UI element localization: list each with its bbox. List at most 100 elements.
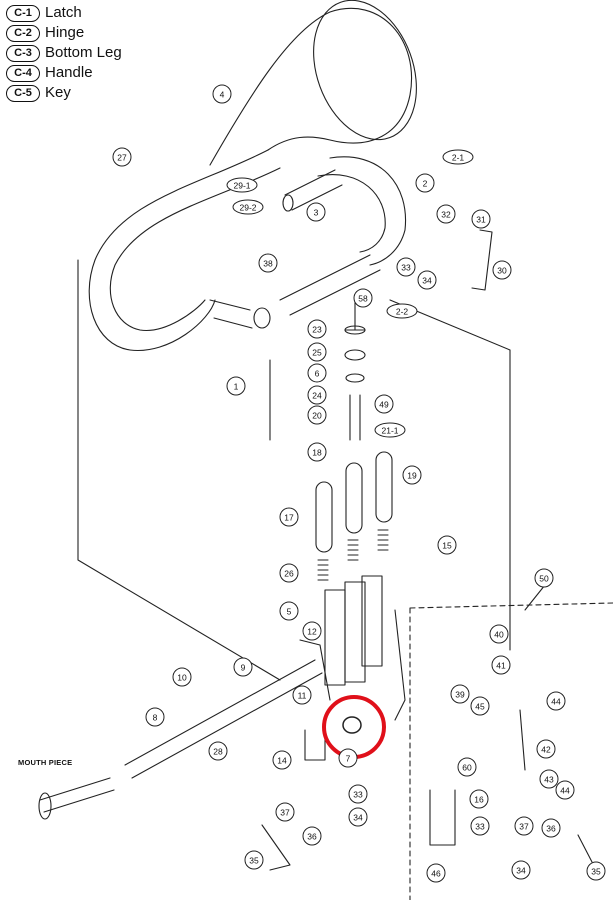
mouthpiece-shank xyxy=(39,777,115,813)
callout-label: 36 xyxy=(546,824,556,834)
callout-44: 44 xyxy=(546,691,566,711)
callout-bubble xyxy=(145,707,165,727)
callout-21-1: 21-1 xyxy=(374,422,406,438)
callout-bubble xyxy=(489,624,509,644)
valve-washer-1 xyxy=(344,325,366,335)
callout-label: 3 xyxy=(314,208,319,218)
callout-27: 27 xyxy=(112,147,132,167)
callout-bubble xyxy=(469,789,489,809)
callout-34: 34 xyxy=(417,270,437,290)
callout-label: 2-2 xyxy=(396,307,409,317)
callout-label: 37 xyxy=(280,808,290,818)
callout-29-2: 29-2 xyxy=(232,199,264,215)
spring-1 xyxy=(317,559,329,581)
callout-label: 34 xyxy=(516,866,526,876)
callout-bubble xyxy=(275,802,295,822)
callout-46: 46 xyxy=(426,863,446,883)
callout-label: 34 xyxy=(422,276,432,286)
bracket-35-left xyxy=(261,824,291,871)
callout-35: 35 xyxy=(586,861,606,881)
callout-49: 49 xyxy=(374,394,394,414)
callout-bubble xyxy=(258,253,278,273)
callout-label: 28 xyxy=(213,747,223,757)
callout-label: 38 xyxy=(263,259,273,269)
callout-label: 15 xyxy=(442,541,452,551)
tube-1-end xyxy=(253,307,271,329)
callout-1: 1 xyxy=(226,376,246,396)
tube-1-slide xyxy=(209,299,253,329)
callout-bubble xyxy=(348,784,368,804)
mouthpiece-label: MOUTH PIECE xyxy=(18,758,73,767)
callout-bubble xyxy=(112,147,132,167)
legend-label: Handle xyxy=(45,64,93,81)
callout-37: 37 xyxy=(275,802,295,822)
legend-label: Latch xyxy=(45,4,82,21)
callout-label: 36 xyxy=(307,832,317,842)
callout-50: 50 xyxy=(534,568,554,588)
callout-bubble xyxy=(514,816,534,836)
callout-24: 24 xyxy=(307,385,327,405)
callout-2-2: 2-2 xyxy=(386,303,418,319)
callout-label: 34 xyxy=(353,813,363,823)
legend-label: Bottom Leg xyxy=(45,44,122,61)
callout-42: 42 xyxy=(536,739,556,759)
callout-bubble xyxy=(172,667,192,687)
pipe-29 xyxy=(284,169,343,211)
callout-label: 42 xyxy=(541,745,551,755)
callout-bubble xyxy=(450,684,470,704)
callout-6: 6 xyxy=(307,363,327,383)
callout-bubble xyxy=(536,739,556,759)
callout-bubble xyxy=(307,363,327,383)
callout-label: 50 xyxy=(539,574,549,584)
callout-bubble xyxy=(302,826,322,846)
callout-7: 7 xyxy=(338,748,358,768)
callout-bubble xyxy=(442,149,474,165)
callout-bubble xyxy=(539,769,559,789)
callout-bubble xyxy=(307,442,327,462)
callout-label: 9 xyxy=(241,663,246,673)
legend-label: Hinge xyxy=(45,24,85,41)
callout-bubble xyxy=(437,535,457,555)
callout-bubble xyxy=(244,850,264,870)
callout-bubble xyxy=(302,621,322,641)
callout-32: 32 xyxy=(436,204,456,224)
callout-8: 8 xyxy=(145,707,165,727)
callout-bubble xyxy=(541,818,561,838)
bell xyxy=(209,7,412,166)
callout-23: 23 xyxy=(307,319,327,339)
callout-label: 17 xyxy=(284,513,294,523)
callout-bubble xyxy=(436,204,456,224)
callout-40: 40 xyxy=(489,624,509,644)
main-tube-inner xyxy=(109,167,281,331)
callout-10: 10 xyxy=(172,667,192,687)
callout-label: 14 xyxy=(277,756,287,766)
callout-31: 31 xyxy=(471,209,491,229)
callout-label: 4 xyxy=(220,90,225,100)
callout-bubble xyxy=(307,405,327,425)
callout-label: 21-1 xyxy=(381,426,398,436)
callout-label: 23 xyxy=(312,325,322,335)
callout-60: 60 xyxy=(457,757,477,777)
frame-lines xyxy=(77,259,511,681)
callout-bubble xyxy=(471,209,491,229)
callout-bubble xyxy=(534,568,554,588)
lower-pipe xyxy=(279,254,381,316)
callout-label: 44 xyxy=(551,697,561,707)
callout-label: 26 xyxy=(284,569,294,579)
leadpipe xyxy=(124,659,323,779)
callout-41: 41 xyxy=(491,655,511,675)
callout-label: 32 xyxy=(441,210,451,220)
callout-label: 2-1 xyxy=(452,153,465,163)
callout-5: 5 xyxy=(279,601,299,621)
callout-bubble xyxy=(586,861,606,881)
callout-label: 58 xyxy=(358,294,368,304)
callout-bubble xyxy=(426,863,446,883)
callout-9: 9 xyxy=(233,657,253,677)
callout-15: 15 xyxy=(437,535,457,555)
